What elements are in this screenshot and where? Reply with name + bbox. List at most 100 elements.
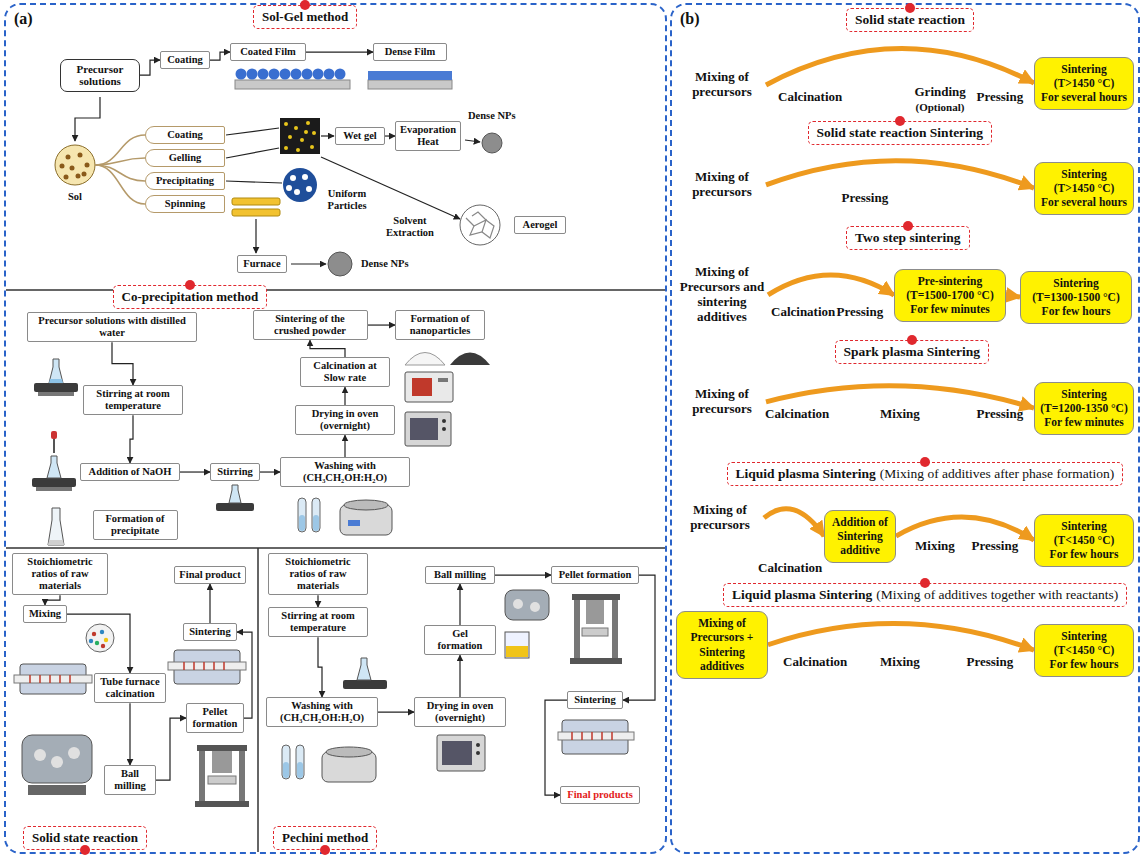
marker-dot [903,221,913,231]
text-label: Pressing [837,305,884,320]
section-divider [6,547,665,549]
highlight-box: Sintering(T>1450 °C)For several hours [1034,162,1134,215]
panel-frame: (b)Solid state reactionMixing of precurs… [670,3,1140,854]
test-tubes [282,745,304,779]
process-box: Coating [160,51,210,69]
text-label: Solvent Extraction [380,215,440,239]
process-box: Coated Film [230,43,306,61]
process-box: Washing with (CH₃CH₂OH:H₂O) [280,457,410,487]
process-box: Precursor solutions with distilled water [27,312,197,342]
process-box: Formation of nanoparticles [395,310,485,340]
sol-particles [60,164,65,169]
node-text: Gelling [150,152,220,164]
text-label: Pressing [977,407,1024,422]
node-text: Co-precipitation method [122,289,259,305]
marker-dot [320,845,330,855]
node-text: Mixing of Precursors + Sintering additiv… [682,616,762,674]
magnetic-stirrer [53,438,55,453]
section-heading: Solid state reaction [23,826,147,850]
flow-arrow [495,574,551,575]
aerogel-network [460,205,500,245]
sol-particles [66,155,71,160]
process-box: Sintering [567,691,623,709]
uniform-particles [294,189,300,195]
process-arrow [764,509,824,536]
node-text: (T>1450 °C) [1040,181,1128,195]
flow-arrow [67,614,130,673]
aerogel-network [474,220,486,232]
process-arrow [766,161,1034,188]
magnetic-stirrer [32,478,76,487]
text-label: Pressing [977,90,1024,105]
flow-line [75,97,100,141]
pellet-press [199,751,205,801]
wet-gel-network [312,131,316,135]
mixing-bowl [86,624,114,652]
test-tubes [298,498,306,532]
sol-particles [55,145,95,185]
dense-particle [482,133,502,153]
node-text: Spark plasma Sintering [844,344,981,359]
node-text: Stoichiometric ratios of raw materials [17,556,103,592]
ball-mill [505,590,549,620]
node-text: Sintering [1040,167,1128,181]
node-text: Pechini method [282,830,368,846]
node-text: Sintering [1040,629,1128,643]
tube-furnace [14,664,92,694]
tube-furnace [572,732,612,740]
step-text: Mixing of precursors [678,169,766,201]
node-text: Coated Film [235,46,301,58]
centrifuge [348,520,360,526]
process-box: Final product [174,566,246,584]
ball-mill [28,785,86,795]
pellet-press [574,600,580,658]
pellet-press [195,745,249,807]
ball-mill [505,590,549,620]
tube-furnace [14,675,92,683]
step-text: Mixing of precursors [678,386,766,418]
dense-film [368,80,452,89]
flow-arrow [378,711,414,712]
text-label: Calcination [765,407,829,422]
text-label: Pressing [842,191,889,206]
highlight-box: Sintering(T=1200-1350 °C)For few minutes [1034,382,1134,435]
node-text: Furnace [242,258,282,270]
flow-arrow [317,595,318,607]
test-tubes [313,515,319,531]
process-box: Drying in oven (overnight) [295,405,395,435]
node-text: Two step sintering [855,230,961,245]
step-text: Mixing of precursors [678,69,766,101]
process-box: Pellet formation [551,566,639,584]
node-text: For few hours [1026,304,1126,318]
node-text: Evaporation Heat [400,124,456,148]
magnetic-stirrer [49,359,63,383]
mixing-bowl [101,644,105,648]
node-text: Sintering [1040,387,1128,401]
section-divider [257,548,259,852]
process-arrow [896,517,1034,540]
process-arrow [766,386,1034,408]
centrifuge [322,747,376,782]
text-label: Mixing [915,539,955,554]
gel-beaker [505,632,529,658]
drying-oven [476,743,480,747]
node-text: Precursor solutions [65,63,135,88]
coated-film [247,69,258,80]
uniform-particles [283,168,317,202]
node-text: Dense Film [378,46,442,58]
branch-tab: Spinning [145,195,225,213]
sol-particles [78,153,83,158]
process-box: Tube furnace calcination [94,673,166,703]
process-arrow [1006,295,1020,297]
process-box: Formation of precipitate [93,510,178,540]
pellet-press [197,745,247,751]
node-text: Mixing [28,608,62,620]
test-tubes [283,762,289,778]
tube-furnace [558,720,634,754]
wet-gel-network [288,135,292,139]
text-label: Calcination [771,305,835,320]
method-heading: Liquid plasma Sintering(Mixing of additi… [727,462,1124,486]
flow-arrow [129,703,130,765]
flow-line [465,140,480,142]
node-text: For few minutes [1040,415,1128,429]
